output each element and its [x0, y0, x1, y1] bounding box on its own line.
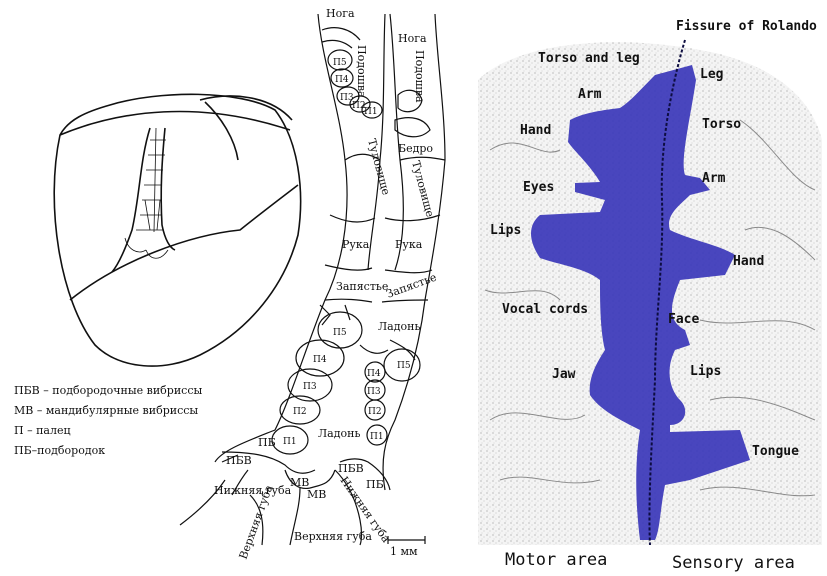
- label-ladon-upper: Ладонь: [378, 320, 420, 333]
- label-eyes: Eyes: [523, 180, 554, 195]
- label-p2-right: П2: [368, 407, 382, 417]
- label-leg: Leg: [700, 67, 723, 82]
- label-noga-left: Нога: [326, 7, 355, 20]
- label-p5-left: П5: [333, 328, 347, 338]
- label-zapyastye-left: Запястье: [336, 280, 388, 293]
- legend-pbv: ПБВ – подбородочные вибриссы: [14, 384, 202, 397]
- label-zapyastye-right: Запястье: [385, 271, 439, 301]
- label-tulovishche-left: Туловище: [365, 137, 392, 196]
- label-lips-left: Lips: [490, 223, 521, 238]
- label-p2-left: П2: [293, 407, 307, 417]
- label-nizhnyaya-guba-left: Нижняя губа: [214, 484, 292, 497]
- label-torso-and-leg: Torso and leg: [538, 51, 640, 66]
- label-torso: Torso: [702, 117, 741, 132]
- label-noga-right: Нога: [398, 32, 427, 45]
- label-fissure-of-rolando: Fissure of Rolando: [676, 19, 817, 34]
- label-sensory-area: Sensory area: [672, 553, 795, 573]
- label-p5-top: П5: [333, 58, 347, 68]
- label-p4-right: П4: [367, 369, 381, 379]
- label-verkhnyaya-guba-mid: Верхняя губа: [294, 530, 372, 543]
- label-hand-right: Hand: [733, 254, 764, 269]
- label-arm-top: Arm: [578, 87, 602, 102]
- label-pbv-left: ПБВ: [226, 454, 252, 467]
- label-p4-left: П4: [313, 355, 327, 365]
- label-hand-left: Hand: [520, 123, 551, 138]
- rat-somatotopic-map: [180, 14, 445, 545]
- label-tongue: Tongue: [752, 444, 799, 459]
- label-podoshva-left: Подошва: [355, 45, 368, 98]
- label-p3-left: П3: [303, 382, 317, 392]
- label-vocal-cords: Vocal cords: [502, 302, 588, 317]
- label-podoshva-right: Подошва: [413, 50, 426, 103]
- label-lips-right: Lips: [690, 364, 721, 379]
- label-mv-lower: МВ: [307, 488, 326, 501]
- label-jaw: Jaw: [552, 367, 576, 382]
- label-p1-right: П1: [370, 432, 384, 442]
- label-bedro: Бедро: [398, 142, 433, 155]
- label-ladon-lower: Ладонь: [318, 427, 360, 440]
- label-motor-area: Motor area: [505, 550, 607, 570]
- legend-p: П – палец: [14, 424, 71, 437]
- label-ruka-right: Рука: [395, 238, 423, 251]
- label-p4-top: П4: [335, 75, 349, 85]
- rat-brain-outline: [54, 94, 300, 366]
- label-p1-left: П1: [283, 437, 297, 447]
- label-face: Face: [668, 312, 699, 327]
- scale-label: 1 мм: [390, 545, 418, 558]
- label-pbv-right: ПБВ: [338, 462, 364, 475]
- label-pb-left: ПБ: [258, 436, 276, 449]
- label-p5-right: П5: [397, 361, 411, 371]
- label-p1-top: П1: [364, 107, 378, 117]
- label-ruka-left: Рука: [342, 238, 370, 251]
- rat-map-labels: Нога Нога Подошва Подошва Бедро Туловище…: [214, 7, 438, 561]
- legend-mv: МВ – мандибулярные вибриссы: [14, 404, 198, 417]
- legend-pb: ПБ–подбородок: [14, 444, 105, 457]
- label-tulovishche-right: Туловище: [409, 159, 436, 218]
- label-p3-right: П3: [367, 387, 381, 397]
- label-pb-right: ПБ: [366, 478, 384, 491]
- label-arm-right: Arm: [702, 171, 726, 186]
